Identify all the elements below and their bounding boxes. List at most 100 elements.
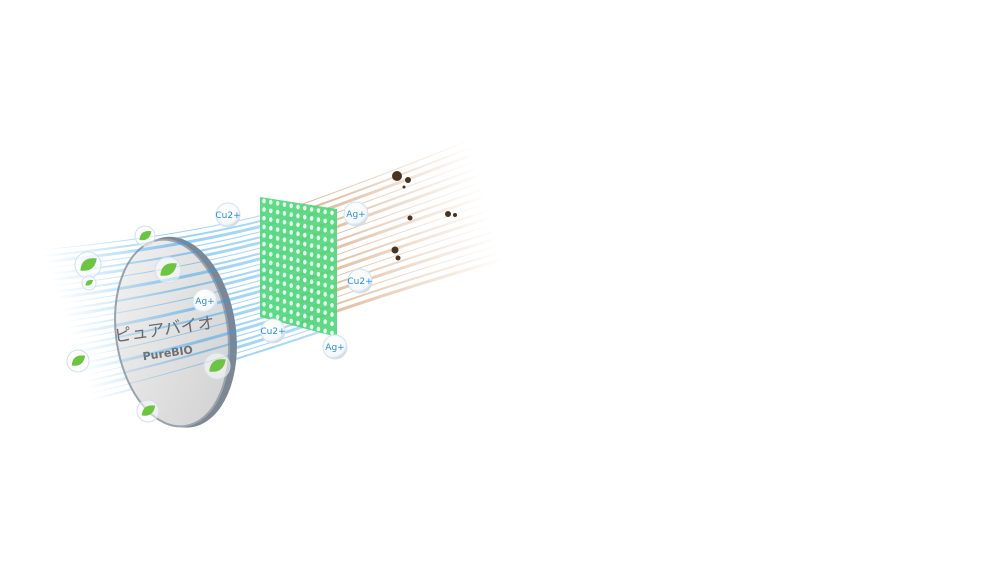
mesh-hole — [269, 251, 273, 257]
mesh-hole — [269, 243, 273, 248]
leaf-bubble — [203, 352, 231, 380]
mesh-hole — [323, 282, 328, 288]
mesh-hole — [309, 279, 314, 285]
mesh-hole — [296, 222, 300, 228]
mesh-hole — [296, 275, 300, 281]
mesh-hole — [289, 274, 294, 280]
mesh-hole — [269, 269, 273, 275]
dust-particle — [402, 185, 406, 189]
mesh-hole — [282, 228, 287, 234]
mesh-hole — [282, 316, 287, 322]
antibacterial-filter-mesh — [260, 197, 337, 337]
mesh-hole — [269, 277, 273, 283]
mesh-hole — [309, 225, 314, 230]
mesh-hole — [282, 219, 287, 225]
mesh-hole — [289, 256, 294, 262]
mesh-hole — [282, 202, 287, 208]
mesh-hole — [330, 284, 334, 290]
mesh-hole — [303, 268, 307, 274]
mesh-hole — [262, 241, 266, 247]
mesh-hole — [309, 243, 314, 248]
leaf-icon — [160, 263, 177, 276]
dust-particle — [392, 171, 402, 181]
mesh-hole — [296, 249, 300, 255]
mesh-hole — [330, 256, 334, 262]
dust-particle — [453, 213, 457, 217]
mesh-hole — [275, 201, 280, 206]
mesh-hole — [303, 313, 307, 319]
ion-label: Cu2+ — [260, 327, 285, 337]
mesh-hole — [282, 246, 287, 252]
mesh-hole — [316, 281, 321, 286]
mesh-hole — [296, 240, 300, 246]
mesh-hole — [275, 235, 280, 241]
mesh-hole — [282, 272, 287, 278]
leaf-bubble — [134, 225, 156, 247]
mesh-hole — [303, 241, 307, 247]
mesh-hole — [289, 309, 294, 315]
contaminated-air-stream — [299, 146, 473, 213]
mesh-hole — [309, 252, 314, 258]
mesh-hole — [316, 235, 321, 241]
mesh-hole — [309, 261, 314, 267]
mesh-hole — [303, 214, 307, 220]
mesh-hole — [309, 288, 314, 294]
mesh-hole — [323, 255, 328, 261]
leaf-icon — [139, 230, 152, 241]
mesh-hole — [289, 212, 294, 218]
mesh-hole — [323, 209, 328, 215]
ion-label: Ag+ — [346, 210, 365, 220]
contaminated-air-stream — [299, 139, 471, 206]
mesh-hole — [262, 198, 266, 204]
mesh-hole — [309, 270, 314, 276]
mesh-hole — [309, 306, 314, 312]
mesh-hole — [296, 284, 300, 290]
mesh-hole — [275, 297, 280, 302]
mesh-hole — [275, 253, 280, 259]
mesh-hole — [323, 319, 328, 325]
mesh-hole — [269, 295, 273, 301]
mesh-hole — [303, 250, 307, 256]
leaf-bubble — [74, 251, 102, 279]
leaves — [66, 225, 231, 423]
mesh-hole — [296, 311, 300, 317]
mesh-hole — [296, 320, 300, 326]
mesh-hole — [262, 276, 266, 281]
ion-bubble: Cu2+ — [215, 202, 241, 228]
leaf-icon — [80, 258, 97, 271]
leaf-bubble — [136, 399, 160, 423]
mesh-hole — [309, 234, 314, 239]
mesh-hole — [269, 303, 273, 309]
mesh-hole — [275, 270, 280, 276]
ion-label: Ag+ — [325, 343, 344, 353]
leaf-bubble — [66, 349, 90, 373]
mesh-hole — [316, 326, 321, 332]
mesh-hole — [309, 297, 314, 303]
mesh-hole — [296, 213, 300, 219]
ion-bubble: Ag+ — [192, 288, 218, 314]
mesh-hole — [330, 330, 334, 336]
mesh-hole — [323, 227, 328, 233]
mesh-hole — [275, 305, 280, 311]
mesh-hole — [275, 244, 280, 250]
mesh-hole — [330, 302, 334, 308]
mesh-hole — [262, 215, 266, 221]
leaf-bubble — [154, 256, 182, 284]
mesh-hole — [303, 223, 307, 229]
mesh-hole — [269, 199, 273, 205]
mesh-hole — [316, 271, 321, 277]
mesh-hole — [316, 217, 321, 223]
mesh-hole — [309, 324, 314, 330]
mesh-hole — [323, 246, 328, 251]
mesh-hole — [303, 295, 307, 301]
mesh-hole — [330, 238, 334, 244]
mesh-hole — [323, 301, 328, 306]
mesh-hole — [303, 205, 307, 211]
mesh-hole — [282, 307, 287, 313]
leaf-icon — [85, 279, 93, 286]
mesh-hole — [303, 304, 307, 310]
mesh-hole — [275, 288, 280, 294]
ion-label: Cu2+ — [347, 277, 372, 287]
ion-bubble: Cu2+ — [260, 318, 286, 344]
